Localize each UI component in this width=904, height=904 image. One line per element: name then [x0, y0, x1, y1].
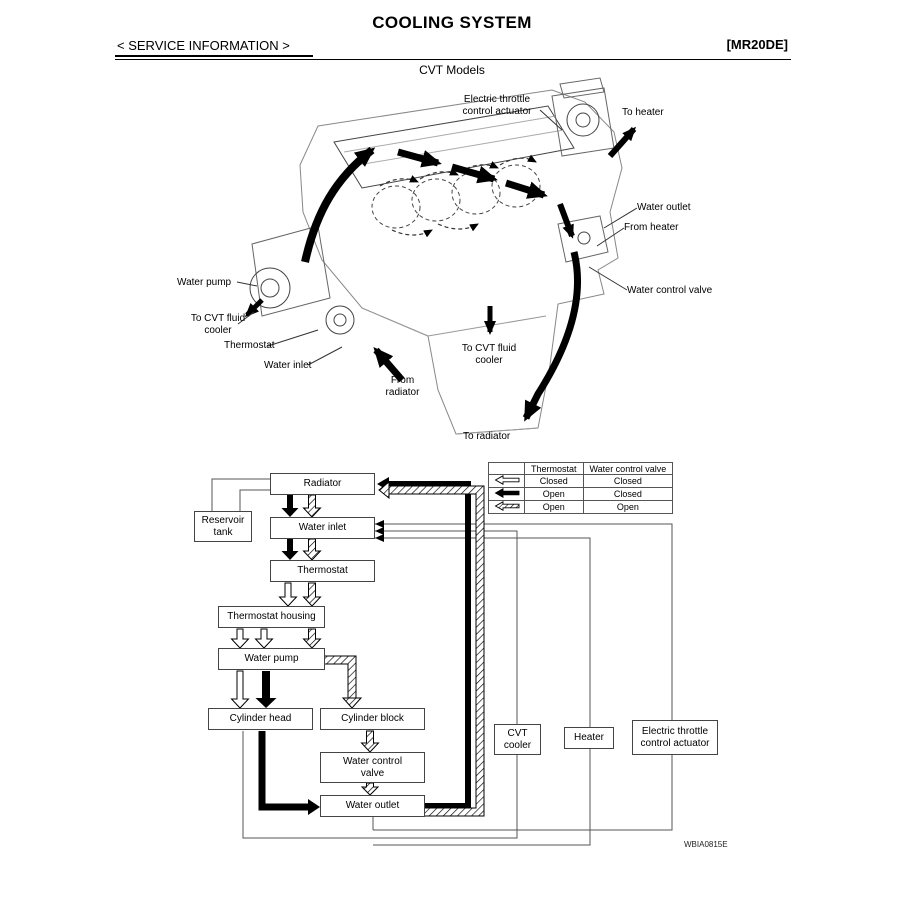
- section-subtitle: CVT Models: [419, 63, 485, 77]
- white-flow-arrows: [230, 582, 298, 709]
- engine-label-thermostat: Thermostat: [224, 340, 275, 351]
- engine-flow-arrows: [244, 126, 637, 422]
- engine-label-leaders: [236, 109, 638, 366]
- white-arrow-icon: [494, 475, 519, 485]
- block-reservoir-tank: Reservoir tank: [194, 511, 252, 542]
- legend-row-closed-closed: Closed Closed: [488, 474, 674, 488]
- legend-col-thermostat: Thermostat: [524, 462, 584, 475]
- engine-label-electric-throttle: Electric throttle control actuator: [462, 94, 532, 117]
- block-cylinder-block: Cylinder block: [320, 708, 425, 730]
- engine-illustration: [249, 77, 623, 435]
- engine-label-to-cvt-cooler-right: To CVT fluid cooler: [461, 343, 517, 366]
- engine-code: [MR20DE]: [726, 37, 788, 52]
- block-thermostat: Thermostat: [270, 560, 375, 582]
- engine-label-water-inlet: Water inlet: [264, 360, 312, 371]
- block-radiator: Radiator: [270, 473, 375, 495]
- block-heater: Heater: [564, 727, 614, 749]
- page-title: COOLING SYSTEM: [372, 13, 532, 32]
- engine-dashed-flow-arrows: [379, 154, 537, 238]
- block-cylinder-head: Cylinder head: [208, 708, 313, 730]
- block-water-pump: Water pump: [218, 648, 325, 670]
- block-diagram-thin-arrowheads: [375, 520, 384, 542]
- hatched-arrow-icon: [494, 501, 519, 511]
- engine-label-water-control-valve: Water control valve: [627, 285, 713, 296]
- legend-table: Thermostat Water control valve Closed Cl…: [488, 462, 674, 514]
- block-water-inlet: Water inlet: [270, 517, 375, 539]
- legend-symbol-header: [488, 462, 525, 475]
- engine-label-water-pump: Water pump: [177, 277, 232, 288]
- engine-label-to-cvt-cooler-left: To CVT fluid cooler: [190, 313, 246, 336]
- engine-label-water-outlet: Water outlet: [637, 202, 691, 213]
- block-water-outlet: Water outlet: [320, 795, 425, 817]
- block-water-control-valve: Water control valve: [320, 752, 425, 783]
- engine-label-to-heater: To heater: [622, 107, 664, 118]
- legend-row-open-open: Open Open: [488, 500, 674, 514]
- legend-row-open-closed: Open Closed: [488, 487, 674, 501]
- black-arrow-icon: [494, 488, 519, 498]
- legend-col-valve: Water control valve: [582, 462, 674, 475]
- engine-label-to-radiator: To radiator: [463, 431, 511, 442]
- figure-code: WBIA0815E: [684, 840, 728, 849]
- block-cvt-cooler: CVT cooler: [494, 724, 541, 755]
- service-information-heading: < SERVICE INFORMATION >: [117, 38, 290, 53]
- header-rule: [115, 59, 791, 60]
- engine-label-from-heater: From heater: [624, 222, 679, 233]
- heading-underline: [115, 55, 313, 57]
- block-thermostat-housing: Thermostat housing: [218, 606, 325, 628]
- engine-label-from-radiator: From radiator: [385, 375, 420, 398]
- block-electric-throttle-actuator: Electric throttle control actuator: [632, 720, 718, 755]
